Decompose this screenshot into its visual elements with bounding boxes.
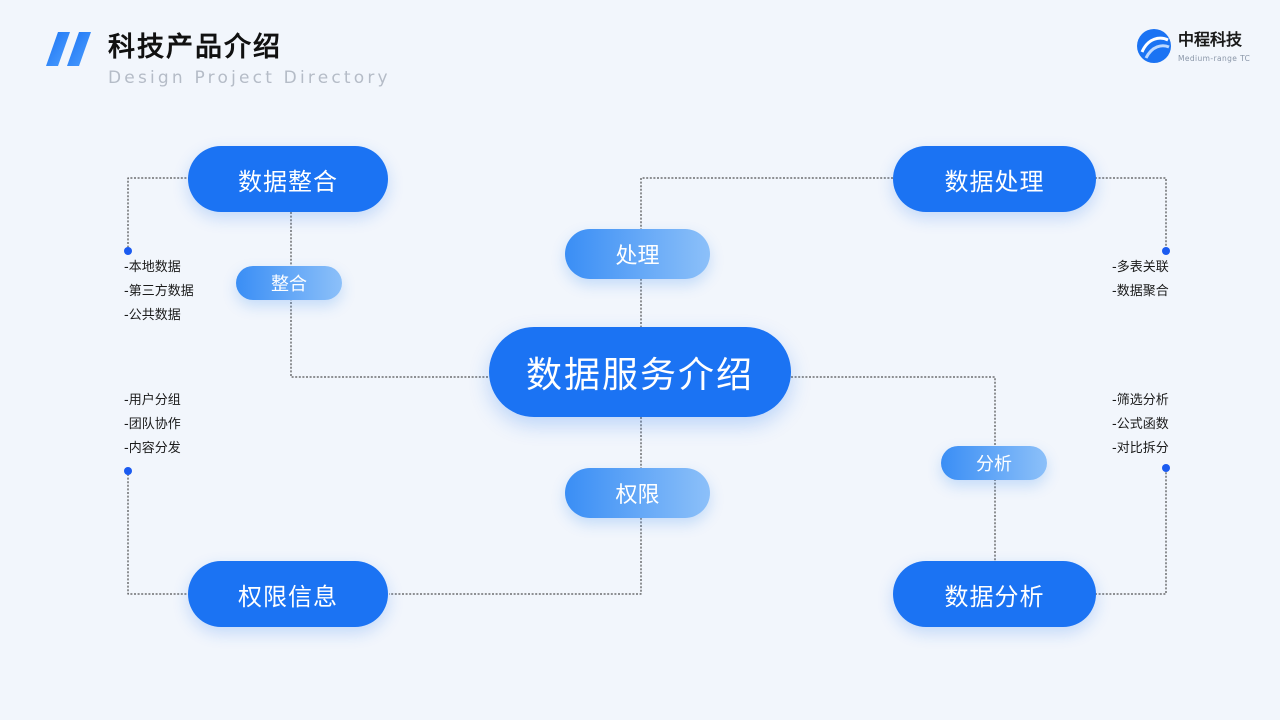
list-item: -多表关联 bbox=[1112, 260, 1169, 275]
list-item: -公共数据 bbox=[124, 308, 181, 323]
node-permission: 权限信息 bbox=[188, 561, 388, 627]
tag-integration: 整合 bbox=[236, 266, 342, 300]
brand-logo-icon bbox=[1137, 29, 1171, 63]
list-item: -第三方数据 bbox=[124, 284, 194, 299]
node-integration: 数据整合 bbox=[188, 146, 388, 212]
connector-processing-list bbox=[1095, 177, 1167, 251]
connector-integration-list bbox=[127, 177, 190, 251]
brand-name: 中程科技 bbox=[1178, 30, 1243, 49]
list-permission: -用户分组 -团队协作 -内容分发 bbox=[124, 389, 181, 461]
node-center: 数据服务介绍 bbox=[489, 327, 791, 417]
page-title: 科技产品介绍 bbox=[108, 32, 282, 63]
connector-dot bbox=[124, 467, 132, 475]
tag-analysis: 分析 bbox=[941, 446, 1047, 480]
list-item: -内容分发 bbox=[124, 441, 181, 456]
connector-dot bbox=[1162, 464, 1170, 472]
connector-permission-list bbox=[127, 471, 190, 595]
list-item: -筛选分析 bbox=[1112, 393, 1169, 408]
list-item: -团队协作 bbox=[124, 417, 181, 432]
node-analysis: 数据分析 bbox=[893, 561, 1096, 627]
list-item: -数据聚合 bbox=[1112, 284, 1169, 299]
list-integration: -本地数据 -第三方数据 -公共数据 bbox=[124, 256, 194, 328]
list-analysis: -筛选分析 -公式函数 -对比拆分 bbox=[1112, 389, 1169, 461]
list-item: -用户分组 bbox=[124, 393, 181, 408]
brand-subtitle: Medium-range TC bbox=[1178, 54, 1251, 63]
tag-processing: 处理 bbox=[565, 229, 710, 279]
list-item: -本地数据 bbox=[124, 260, 181, 275]
connector-dot bbox=[1162, 247, 1170, 255]
title-slash-icon bbox=[46, 32, 91, 66]
connector-processing-center bbox=[640, 177, 893, 327]
page-subtitle: Design Project Directory bbox=[108, 68, 391, 88]
connector-dot bbox=[124, 247, 132, 255]
list-item: -对比拆分 bbox=[1112, 441, 1169, 456]
node-processing: 数据处理 bbox=[893, 146, 1096, 212]
connector-analysis-list bbox=[1095, 468, 1167, 595]
list-processing: -多表关联 -数据聚合 bbox=[1112, 256, 1169, 304]
tag-permission: 权限 bbox=[565, 468, 710, 518]
list-item: -公式函数 bbox=[1112, 417, 1169, 432]
